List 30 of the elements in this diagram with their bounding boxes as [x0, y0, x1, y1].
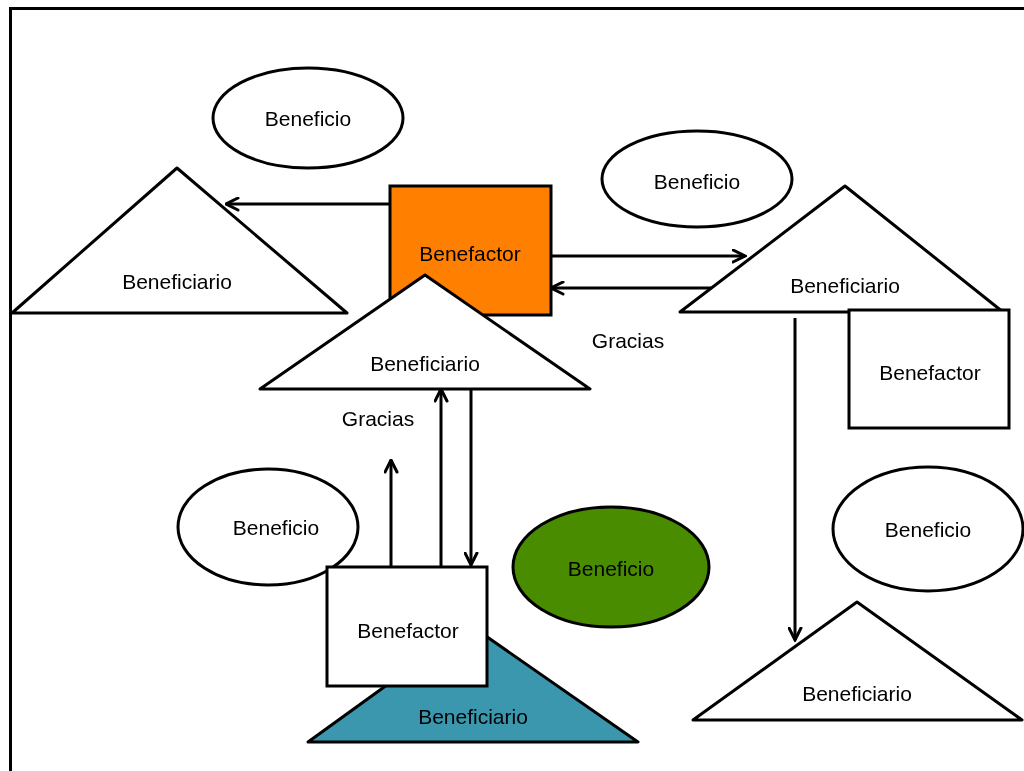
rect-node	[849, 310, 1009, 428]
triangle-node	[260, 275, 590, 389]
arrow	[383, 458, 399, 567]
arrow	[463, 389, 479, 567]
node-label: Benefactor	[879, 361, 981, 383]
node-label: Beneficiario	[370, 352, 480, 374]
arrow	[787, 318, 803, 642]
node-label: Beneficiario	[122, 270, 232, 292]
ellipse-node	[602, 131, 792, 227]
arrow	[549, 280, 711, 296]
node-label: Beneficio	[653, 170, 741, 192]
arrow	[433, 387, 449, 567]
arrow	[224, 196, 390, 212]
node-label: Benefactor	[357, 619, 459, 641]
triangle-node	[308, 637, 638, 742]
node-label: Benefactor	[419, 242, 521, 264]
arrow	[551, 248, 747, 264]
rect-node	[327, 567, 487, 686]
node-label: Beneficio	[884, 518, 972, 540]
node-label: Beneficiario	[802, 682, 912, 704]
ellipse-node	[178, 469, 358, 585]
node-label: Beneficio	[264, 107, 352, 129]
ellipse-node	[213, 68, 403, 168]
ellipse-node	[513, 507, 709, 627]
node-label: Beneficio	[567, 557, 655, 579]
node-label: Beneficiario	[790, 274, 900, 296]
node-label: Beneficiario	[418, 705, 528, 727]
triangle-node	[693, 602, 1022, 720]
triangle-node	[12, 168, 347, 313]
node-label: Beneficio	[232, 516, 320, 538]
